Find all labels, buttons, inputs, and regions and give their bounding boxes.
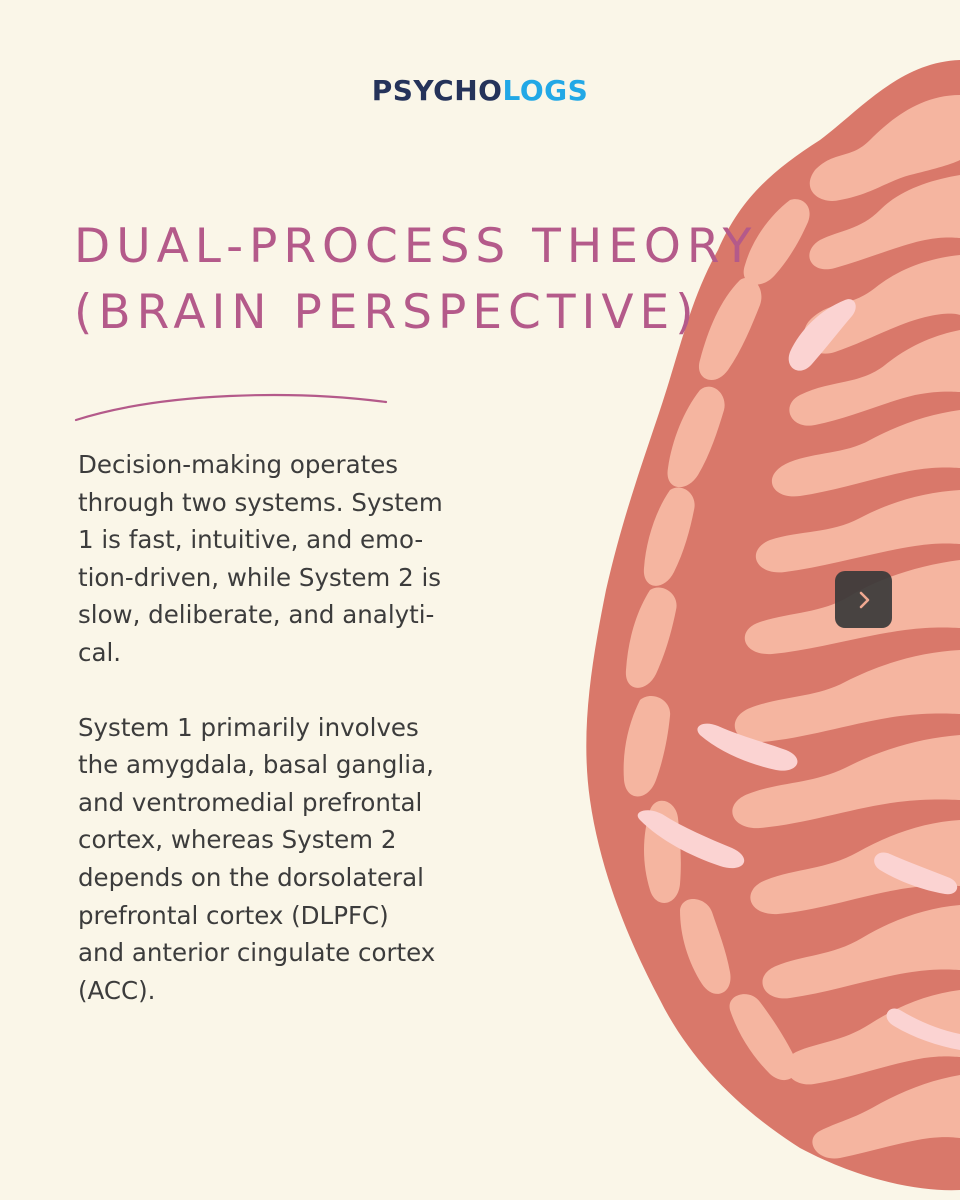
- logo-part-2: LOGS: [502, 74, 589, 107]
- logo-part-1: PSYCHO: [371, 74, 503, 107]
- paragraph-2: System 1 primarily involves the amygdala…: [78, 709, 538, 1010]
- text-line: (ACC).: [78, 975, 156, 1005]
- text-line: and anterior cingulate cortex: [78, 938, 436, 968]
- text-line: and ventromedial prefrontal: [78, 787, 423, 817]
- text-line: prefrontal cortex (DLPFC): [78, 900, 389, 930]
- brand-logo: PSYCHOLOGS: [0, 74, 960, 107]
- text-line: the amygdala, basal ganglia,: [78, 750, 434, 780]
- chevron-right-icon: [859, 591, 869, 608]
- text-line: slow, deliberate, and analyti-: [78, 600, 435, 630]
- curve-divider: [74, 393, 388, 422]
- title-line-2: (BRAIN PERSPECTIVE): [74, 285, 700, 340]
- text-line: depends on the dorsolateral: [78, 862, 424, 892]
- paragraph-1: Decision-making operates through two sys…: [78, 446, 538, 672]
- text-line: tion-driven, while System 2 is: [78, 562, 442, 592]
- next-slide-button[interactable]: [835, 571, 892, 628]
- body-text: Decision-making operates through two sys…: [78, 446, 538, 1009]
- text-line: through two systems. System: [78, 487, 443, 517]
- text-line: System 1 primarily involves: [78, 712, 419, 742]
- title-line-1: DUAL-PROCESS THEORY: [74, 219, 758, 274]
- text-line: cal.: [78, 637, 122, 667]
- text-line: Decision-making operates: [78, 450, 399, 479]
- text-line: cortex, whereas System 2: [78, 825, 397, 855]
- paragraph-gap: [78, 672, 538, 709]
- text-line: 1 is fast, intuitive, and emo-: [78, 525, 424, 555]
- page-title: DUAL-PROCESS THEORY (BRAIN PERSPECTIVE): [74, 214, 758, 346]
